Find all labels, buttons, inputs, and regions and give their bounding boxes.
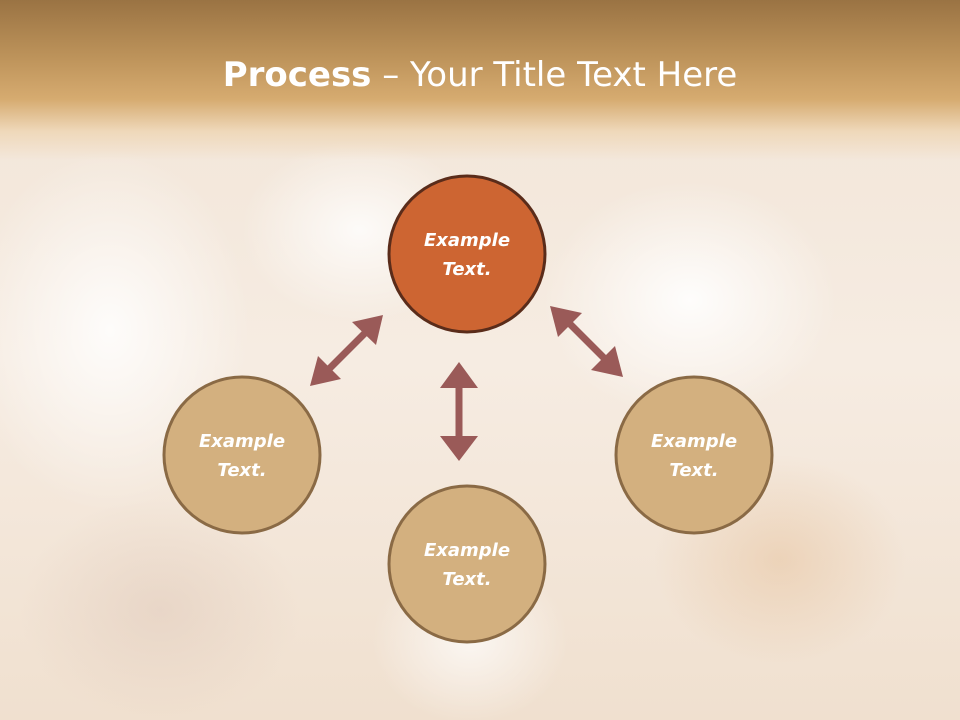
node-bottom: Example Text. xyxy=(387,484,547,644)
title-rest: – Your Title Text Here xyxy=(371,55,738,95)
slide-title: Process – Your Title Text Here xyxy=(0,52,960,98)
node-bottom-line1: Example xyxy=(424,540,510,561)
node-right-line1: Example xyxy=(651,431,737,452)
title-band xyxy=(0,0,960,160)
arrow-top-right xyxy=(550,306,623,377)
node-top-line2: Text. xyxy=(442,259,491,280)
node-bottom-line2: Text. xyxy=(442,569,491,590)
node-top-line1: Example xyxy=(424,230,510,251)
title-bold: Process xyxy=(222,55,372,95)
node-left: Example Text. xyxy=(162,375,322,535)
arrow-top-left xyxy=(310,315,383,386)
node-right-line2: Text. xyxy=(669,460,718,481)
node-left-line2: Text. xyxy=(217,460,266,481)
node-right: Example Text. xyxy=(614,375,774,535)
arrow-vertical xyxy=(440,362,478,461)
node-top: Example Text. xyxy=(387,174,547,334)
node-left-line1: Example xyxy=(199,431,285,452)
